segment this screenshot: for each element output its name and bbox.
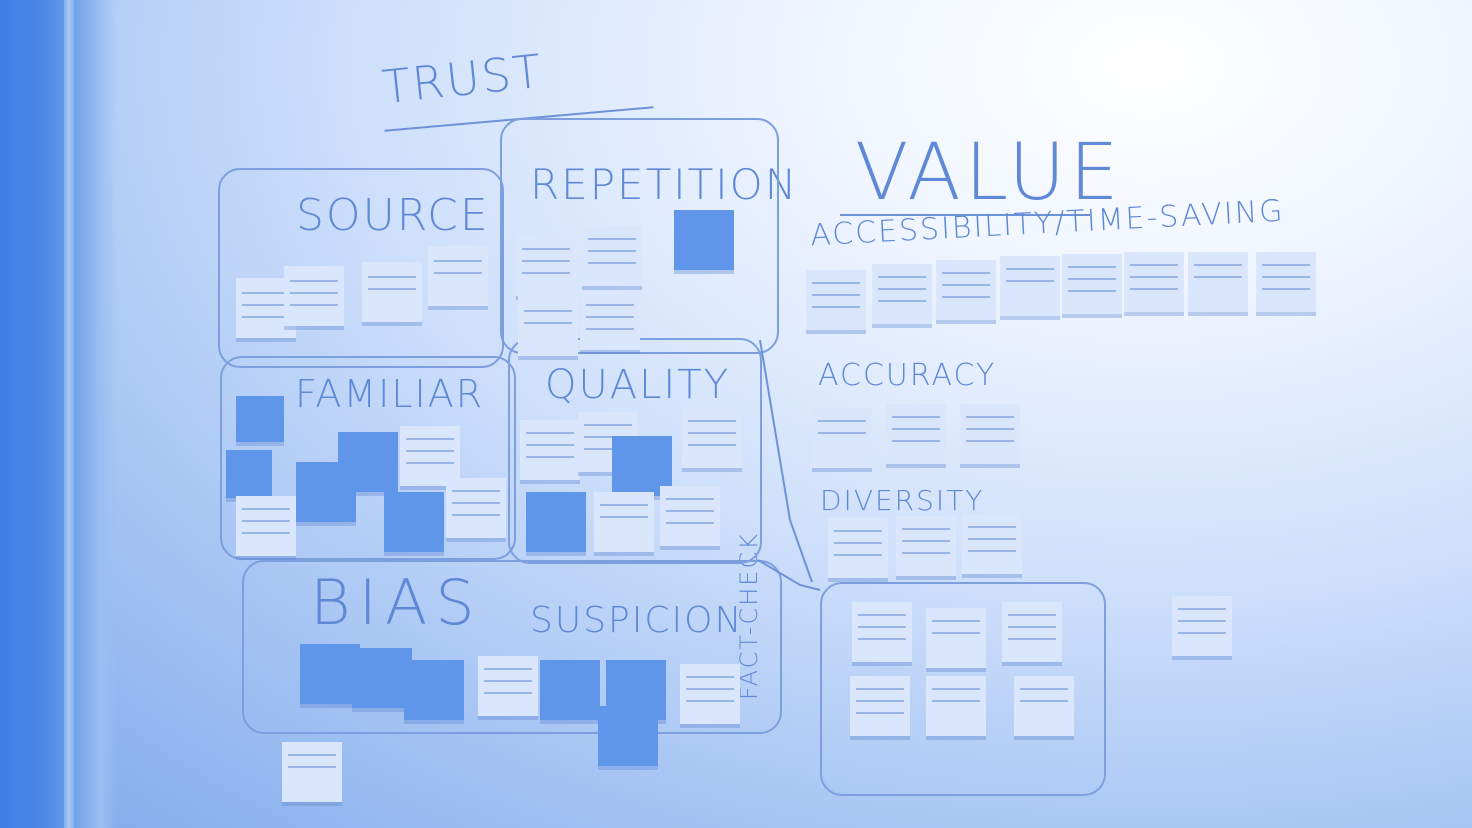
sticky-note [284, 266, 344, 326]
sticky-note [400, 426, 460, 486]
sticky-note [1002, 602, 1062, 662]
sticky-note [478, 656, 538, 716]
box-source [218, 168, 504, 368]
sticky-note [886, 404, 946, 464]
sticky-note [384, 492, 444, 552]
sticky-note [296, 462, 356, 522]
box-bias [242, 560, 782, 734]
sticky-note [282, 742, 342, 802]
sticky-note [582, 226, 642, 286]
sticky-note [1256, 252, 1316, 312]
sticky-note [1188, 252, 1248, 312]
sticky-note [850, 676, 910, 736]
sticky-note [926, 608, 986, 668]
door-frame-highlight [64, 0, 74, 828]
sticky-note [594, 492, 654, 552]
sticky-note [520, 420, 580, 480]
sticky-note [598, 706, 658, 766]
sticky-note [236, 496, 296, 556]
sticky-note [960, 404, 1020, 464]
box-fact-check [820, 582, 1106, 796]
sticky-note [236, 396, 284, 442]
heading-suspicion: SUSPICION [530, 600, 744, 641]
heading-repetition: REPETITION [530, 160, 799, 209]
sticky-note [674, 210, 734, 270]
heading-quality: QUALITY [545, 362, 731, 408]
door-frame [0, 0, 118, 828]
sticky-note [1014, 676, 1074, 736]
heading-diversity: DIVERSITY [820, 484, 985, 517]
sticky-note [526, 492, 586, 552]
heading-source: SOURCE [296, 190, 490, 241]
sticky-note [1000, 256, 1060, 316]
sticky-note [404, 660, 464, 720]
value-underline [840, 214, 1090, 216]
sticky-note [896, 516, 956, 576]
sticky-note [680, 664, 740, 724]
box-familiar [220, 356, 516, 560]
sticky-note [962, 514, 1022, 574]
sticky-note [852, 602, 912, 662]
heading-bias: BIAS [310, 566, 483, 639]
sticky-note [926, 676, 986, 736]
sticky-note [828, 518, 888, 578]
box-repetition [500, 118, 779, 354]
sticky-note [516, 236, 576, 296]
sticky-note [352, 648, 412, 708]
sticky-note [936, 260, 996, 320]
sticky-note [362, 262, 422, 322]
sticky-note [1172, 596, 1232, 656]
sticky-note [446, 478, 506, 538]
sticky-note [226, 450, 272, 498]
sticky-note [1062, 254, 1122, 314]
sticky-note [300, 644, 360, 704]
sticky-note [682, 408, 742, 468]
heading-familiar: FAMILIAR [295, 372, 485, 416]
sticky-note [518, 296, 578, 356]
sticky-note [428, 246, 488, 306]
sticky-note [872, 264, 932, 324]
sticky-note [580, 290, 640, 350]
sticky-note [806, 270, 866, 330]
sticky-note [1124, 252, 1184, 312]
heading-accuracy: ACCURACY [818, 358, 997, 393]
sticky-note [540, 660, 600, 720]
sticky-note [660, 486, 720, 546]
sticky-note [812, 408, 872, 468]
heading-value: VALUE [855, 128, 1123, 218]
